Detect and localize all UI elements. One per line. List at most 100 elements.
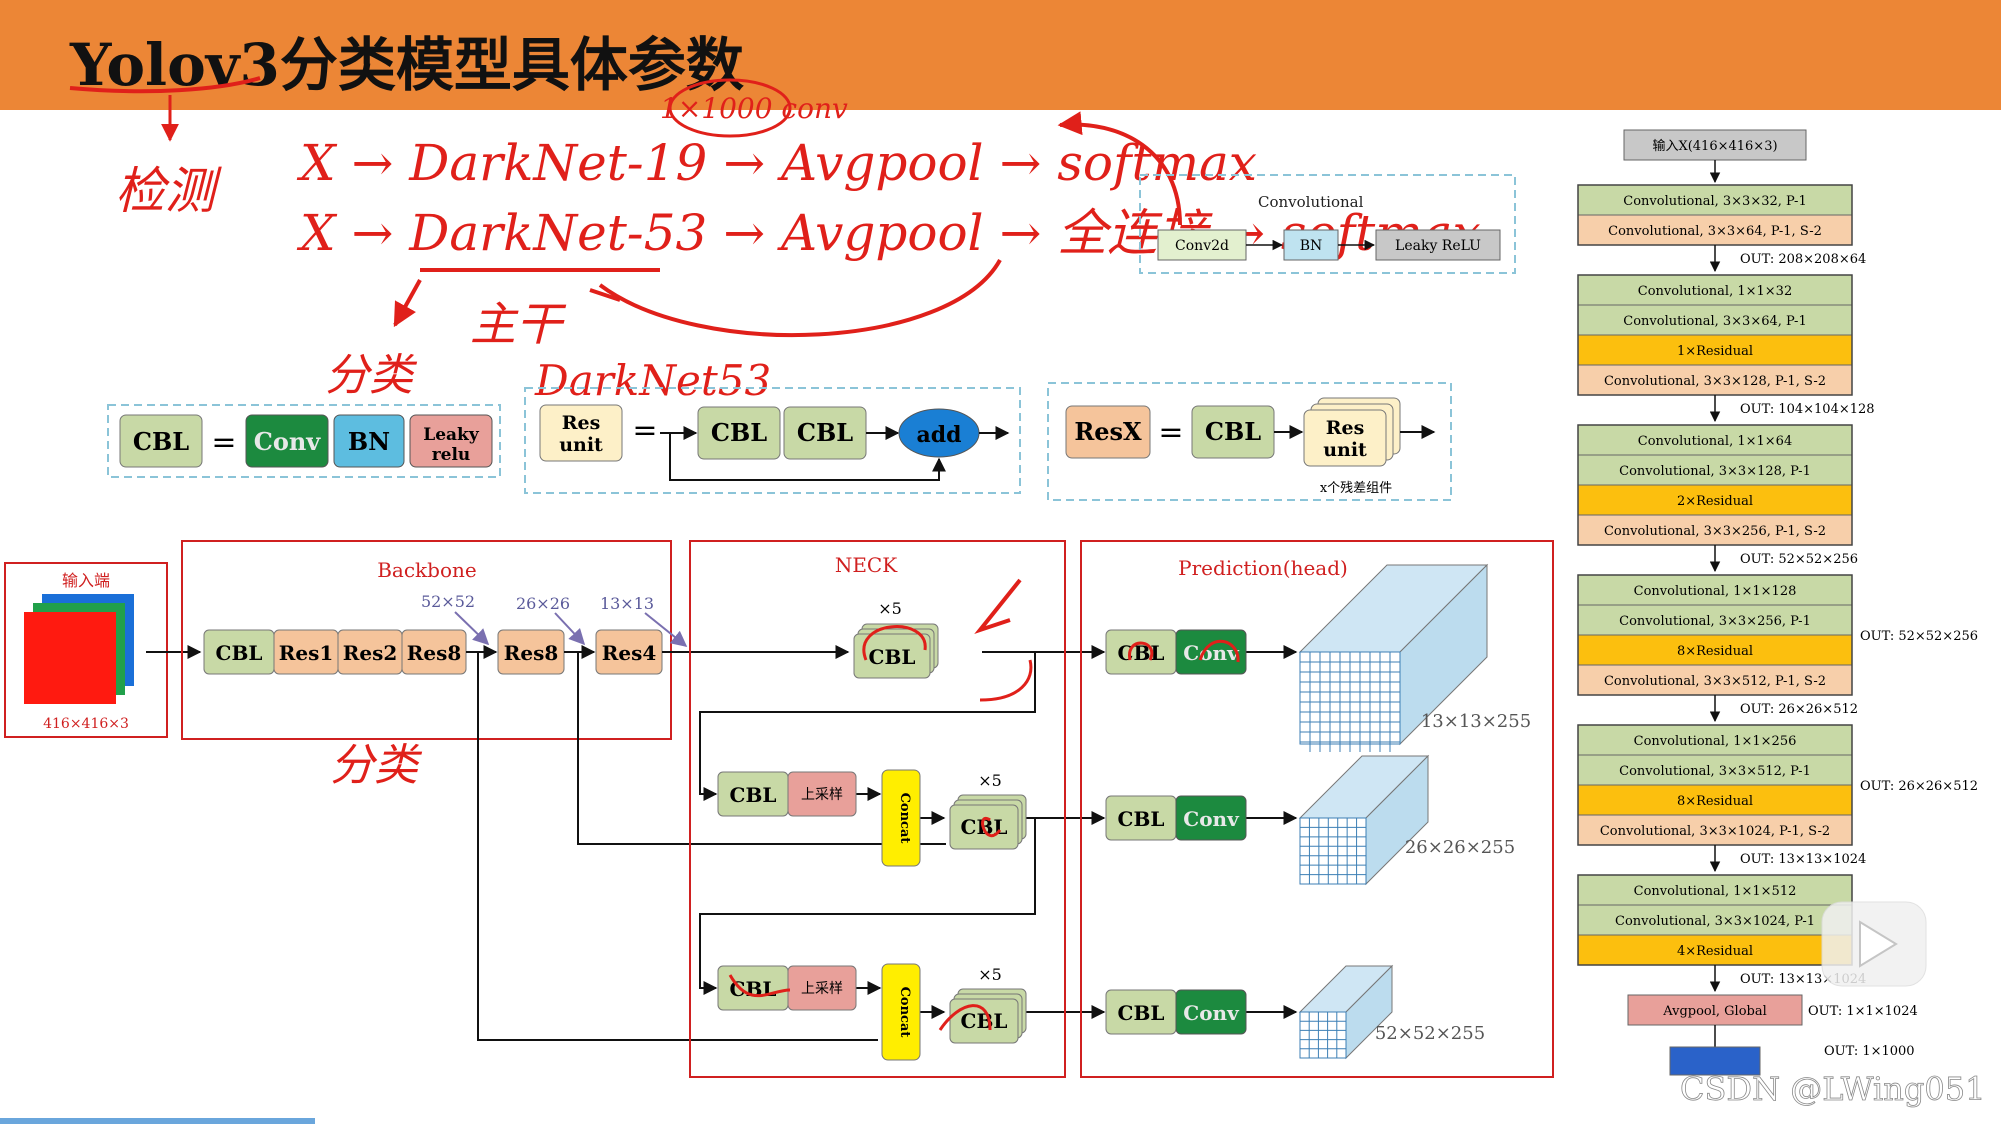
table-row [1577, 184, 1853, 216]
legend-res-unit: Res unit = CBL CBL add [524, 387, 1021, 494]
svg-text:unit: unit [1323, 439, 1367, 461]
table-avgpool-box [1627, 994, 1803, 1026]
title-underline [69, 76, 261, 94]
table-side-out: OUT: 26×26×512 [1860, 779, 1978, 794]
neck-cbl-5 [949, 998, 1019, 1044]
legend-cbl-left [119, 414, 203, 468]
table-cell: Convolutional, 3×3×64, P-1, S-2 [1608, 224, 1822, 239]
prediction-section: Prediction(head) CBL Conv CBL Conv CBL C… [1080, 540, 1554, 1078]
neck-cbl-1 [853, 633, 931, 679]
hw-circle-1x1000 [668, 78, 792, 138]
svg-text:Leaky: Leaky [423, 425, 480, 445]
legend-cbl-conv [245, 414, 329, 468]
table-row [1577, 604, 1853, 636]
title-bar [0, 0, 2001, 110]
table-cell: 2×Residual [1677, 494, 1753, 509]
backbone-section: Backbone CBL Res1 Res2 Res8 Res8 Res4 52… [181, 540, 688, 740]
legend-conv2d-label: Conv2d [1175, 238, 1229, 254]
table-input-box [1623, 129, 1807, 161]
legend-res-cbl1 [697, 406, 781, 460]
legend-cbl: CBL = Conv BN Leaky relu [107, 404, 501, 478]
hw-detect: 检测 [115, 162, 222, 220]
svg-text:上采样: 上采样 [801, 981, 843, 997]
neck-section: NECK ×5 CBL CBL 上采样 Concat ×5 CBL CBL 上采… [689, 540, 1066, 1078]
table-group-out: OUT: 52×52×256 [1740, 552, 1858, 567]
handwriting: 检测 1×1000 conv X → DarkNet-19 → Avgpool … [115, 78, 1481, 791]
page-title: Yolov3分类模型具体参数 [70, 31, 744, 99]
table-row [1577, 364, 1853, 396]
table-final-out: OUT: 1×1000 [1824, 1044, 1915, 1059]
input-title: 输入端 [62, 571, 110, 590]
table-group-out: OUT: 104×104×128 [1740, 402, 1875, 417]
svg-text:×5: ×5 [978, 771, 1002, 790]
output-cube-52 [1298, 964, 1394, 1060]
svg-text:CBL: CBL [711, 418, 767, 447]
hw-main: 主干 [470, 297, 567, 351]
table-cell: 8×Residual [1677, 794, 1753, 809]
table-row [1577, 814, 1853, 846]
svg-text:Res: Res [1326, 417, 1365, 439]
table-group-out: OUT: 13×13×1024 [1740, 852, 1866, 867]
svg-text:ResX: ResX [1074, 417, 1142, 446]
legend-cbl-leaky [409, 414, 493, 468]
legend-leaky-label: Leaky ReLU [1395, 238, 1481, 254]
play-button-icon [1821, 901, 1927, 987]
table-cell: Convolutional, 1×1×128 [1634, 584, 1797, 599]
hw-darknet53: DarkNet53 [534, 356, 771, 405]
output-size-52: 52×52×255 [1375, 1023, 1485, 1044]
table-cell: Convolutional, 3×3×512, P-1 [1619, 764, 1811, 779]
table-row [1577, 754, 1853, 786]
svg-text:=: = [211, 425, 236, 460]
neck-title: NECK [835, 553, 898, 577]
table-cell: Convolutional, 1×1×64 [1638, 434, 1792, 449]
table-avgpool-label: Avgpool, Global [1662, 1004, 1767, 1019]
table-row [1577, 334, 1853, 366]
svg-text:CBL: CBL [216, 641, 263, 665]
svg-text:CBL: CBL [869, 645, 916, 669]
svg-text:Concat: Concat [897, 987, 912, 1038]
svg-text:=: = [632, 413, 657, 448]
table-cell: Convolutional, 3×3×32, P-1 [1623, 194, 1806, 209]
svg-text:relu: relu [432, 445, 471, 465]
legend-resx-unit [1303, 409, 1387, 467]
neck-upsample-1 [787, 771, 857, 817]
table-side-out: OUT: 52×52×256 [1860, 629, 1978, 644]
svg-text:Res1: Res1 [279, 641, 334, 665]
output-cube-26 [1298, 754, 1430, 886]
bb-scale-26: 26×26 [516, 594, 570, 613]
table-row [1577, 574, 1853, 606]
backbone-title: Backbone [377, 558, 477, 582]
svg-text:CBL: CBL [1205, 417, 1261, 446]
table-row [1577, 274, 1853, 306]
legend-resx-caption: x个残差组件 [1320, 481, 1392, 496]
svg-text:Res: Res [562, 412, 601, 434]
legend-resx-left [1065, 405, 1151, 459]
neck-upsample-2 [787, 965, 857, 1011]
table-cell: 8×Residual [1677, 644, 1753, 659]
table-cell: Convolutional, 3×3×256, P-1 [1619, 614, 1811, 629]
neck-concat-1 [881, 769, 921, 867]
table-cell: 4×Residual [1677, 944, 1753, 959]
svg-text:CBL: CBL [1118, 1001, 1165, 1025]
svg-text:Conv: Conv [254, 427, 322, 456]
connections [477, 645, 1298, 1041]
input-image-red [24, 612, 116, 704]
table-cell: Convolutional, 3×3×1024, P-1 [1615, 914, 1815, 929]
table-cell: Convolutional, 3×3×64, P-1 [1623, 314, 1806, 329]
hw-circles [728, 625, 1240, 1031]
legend-conv-title: Convolutional [1258, 193, 1364, 211]
pred-conv-3 [1175, 989, 1247, 1035]
table-input-label: 输入X(416×416×3) [1652, 138, 1777, 154]
hw-classify-bottom: 分类 [330, 740, 423, 791]
svg-text:CBL: CBL [133, 427, 189, 456]
svg-text:×5: ×5 [978, 965, 1002, 984]
neck-concat-2 [881, 963, 921, 1061]
table-avgpool-out: OUT: 1×1×1024 [1808, 1004, 1918, 1019]
svg-text:CBL: CBL [1118, 807, 1165, 831]
svg-text:BN: BN [348, 427, 390, 456]
table-cell: Convolutional, 3×3×128, P-1, S-2 [1604, 374, 1826, 389]
svg-text:Res4: Res4 [602, 641, 657, 665]
legend-bn-block [1283, 229, 1339, 261]
table-row [1577, 454, 1853, 486]
